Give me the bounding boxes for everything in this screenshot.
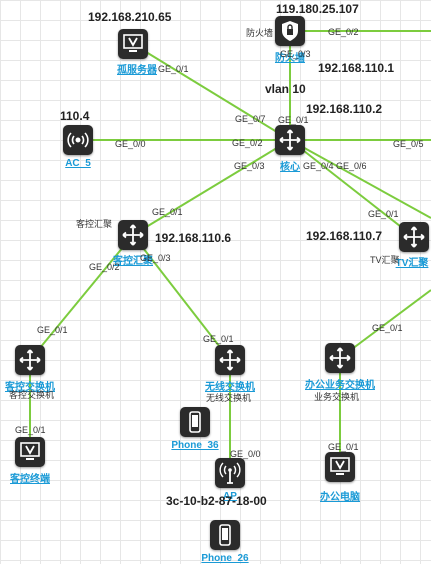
office-switch-note: 业务交换机 xyxy=(314,392,360,402)
ip-ac: 110.4 xyxy=(60,109,90,123)
tv-agg-node[interactable] xyxy=(399,222,429,252)
phone36-node[interactable] xyxy=(180,407,210,437)
guest-terminal-name[interactable]: 客控终端 xyxy=(10,474,50,485)
guest-terminal-node[interactable] xyxy=(15,437,45,467)
phone26-node[interactable] xyxy=(210,520,240,550)
vlan-label: vlan 10 xyxy=(265,82,306,96)
port-label: GE_0/3 xyxy=(140,253,171,263)
office-switch-node[interactable] xyxy=(325,343,355,373)
link-server-core xyxy=(132,43,291,141)
ip-tv-agg: 192.168.110.7 xyxy=(306,229,383,243)
link-core-guestagg xyxy=(132,139,291,236)
port-label: GE_0/3 xyxy=(234,161,265,171)
port-label: GE_0/1 xyxy=(278,115,309,125)
mac-ap: 3c-10-b2-87-18-00 xyxy=(166,494,267,508)
port-label: GE_0/4 xyxy=(303,161,334,171)
port-label: GE_0/1 xyxy=(372,323,403,333)
phone36-name[interactable]: Phone_36 xyxy=(171,440,219,451)
port-label: GE_0/1 xyxy=(37,325,68,335)
port-label: GE_0/2 xyxy=(232,138,263,148)
wireless-switch-node[interactable] xyxy=(215,345,245,375)
port-label: GE_0/1 xyxy=(158,64,189,74)
server-icon xyxy=(123,34,143,52)
terminal-icon xyxy=(20,442,40,460)
tv-agg-name[interactable]: TV汇聚 xyxy=(395,258,429,269)
port-label: GE_0/2 xyxy=(328,27,359,37)
switch-icon xyxy=(329,347,351,369)
server-node[interactable] xyxy=(118,29,148,59)
link-core-tvagg xyxy=(289,139,415,238)
link-guestagg-wirelesssw xyxy=(132,234,231,361)
port-label: GE_0/1 xyxy=(328,442,359,452)
phone-icon xyxy=(219,524,231,546)
port-label: GE_0/7 xyxy=(235,114,266,124)
firewall-icon xyxy=(282,21,298,41)
office-pc-name[interactable]: 办公电脑 xyxy=(320,492,360,503)
switch-icon xyxy=(19,349,41,371)
switch-icon xyxy=(219,349,241,371)
wireless-switch-name[interactable]: 无线交换机 xyxy=(205,382,255,393)
switch-icon xyxy=(122,224,144,246)
ap-name[interactable]: AP xyxy=(223,491,237,502)
guest-agg-node[interactable] xyxy=(118,220,148,250)
port-label: GE_0/6 xyxy=(336,161,367,171)
wireless-switch-note: 无线交换机 xyxy=(206,393,252,403)
firewall-name[interactable]: 防火墙 xyxy=(275,53,305,64)
tv-agg-note: TV汇聚 xyxy=(370,255,400,265)
server-name[interactable]: 孤服务器 xyxy=(117,65,157,76)
guest-switch-node[interactable] xyxy=(15,345,45,375)
link-east-officesw xyxy=(339,289,431,359)
port-label: GE_0/1 xyxy=(15,425,46,435)
core-node[interactable] xyxy=(275,125,305,155)
ip-core: 192.168.110.2 xyxy=(306,102,383,116)
pc-icon xyxy=(330,457,350,475)
ap-icon xyxy=(219,462,241,484)
core-name[interactable]: 核心 xyxy=(280,162,300,173)
phone-icon xyxy=(189,411,201,433)
link-guestagg-guestsw xyxy=(29,234,134,361)
ip-server: 192.168.210.65 xyxy=(88,10,172,24)
guest-agg-note: 客控汇聚 xyxy=(76,219,113,229)
office-switch-name[interactable]: 办公业务交换机 xyxy=(305,380,375,391)
ac-name[interactable]: AC_5 xyxy=(65,158,91,169)
ip-core-gateway: 192.168.110.1 xyxy=(318,61,395,75)
phone26-name[interactable]: Phone_26 xyxy=(201,553,249,564)
ac-icon xyxy=(67,132,89,148)
ap-node[interactable] xyxy=(215,458,245,488)
port-label: GE_0/1 xyxy=(368,209,399,219)
office-pc-node[interactable] xyxy=(325,452,355,482)
switch-icon xyxy=(279,129,301,151)
ip-firewall: 119.180.25.107 xyxy=(276,2,359,16)
guest-switch-note: 客控交换机 xyxy=(9,390,55,400)
switch-icon xyxy=(403,226,425,248)
port-label: GE_0/3 xyxy=(280,49,311,59)
guest-agg-name[interactable]: 客控汇聚 xyxy=(113,256,153,267)
port-label: GE_0/0 xyxy=(115,139,146,149)
ip-guest-agg: 192.168.110.6 xyxy=(155,231,232,245)
port-label: GE_0/1 xyxy=(152,207,183,217)
port-label: GE_0/0 xyxy=(230,449,261,459)
link-core-se xyxy=(289,139,431,219)
port-label: GE_0/2 xyxy=(89,262,120,272)
firewall-note: 防火墙 xyxy=(246,28,274,38)
port-label: GE_0/5 xyxy=(393,139,424,149)
firewall-node[interactable] xyxy=(275,16,305,46)
guest-switch-name[interactable]: 客控交换机 xyxy=(5,382,55,393)
ac-node[interactable] xyxy=(63,125,93,155)
port-label: GE_0/1 xyxy=(203,334,234,344)
